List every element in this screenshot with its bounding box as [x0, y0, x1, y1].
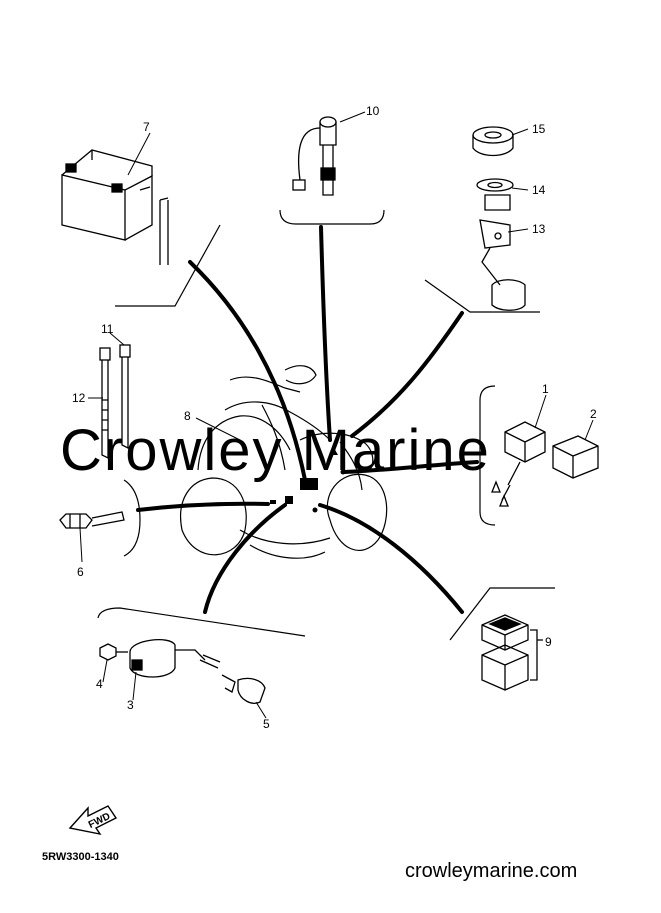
callout-3: 3 — [127, 698, 134, 712]
harness-leader — [195, 417, 241, 441]
wire-lines — [136, 225, 479, 614]
forward-arrow-icon: FWD — [68, 805, 118, 836]
battery-icon — [61, 149, 169, 265]
temperature-sensor-icon — [59, 511, 125, 529]
callout-6: 6 — [77, 565, 84, 579]
callout-10: 10 — [366, 104, 380, 118]
callout-14: 14 — [532, 183, 546, 197]
sensor-icon — [292, 116, 337, 196]
group-frames — [97, 209, 555, 641]
callout-5: 5 — [263, 717, 270, 731]
callout-12: 12 — [72, 391, 86, 405]
callout-4: 4 — [96, 677, 103, 691]
callout-11: 11 — [101, 322, 114, 336]
frame-connectors — [270, 448, 346, 513]
watermark: Crowley Marine — [60, 418, 491, 483]
callout-numbers: 7 10 15 14 13 11 12 8 1 2 6 9 4 3 5 — [72, 104, 597, 731]
callout-8: 8 — [184, 409, 191, 423]
relay-icon — [491, 421, 599, 507]
scooter-frame — [180, 365, 388, 559]
callout-1: 1 — [542, 382, 549, 396]
callout-7: 7 — [143, 120, 150, 134]
callout-13: 13 — [532, 222, 546, 236]
callout-9: 9 — [545, 635, 552, 649]
cable-tie-icon — [99, 344, 131, 460]
callout-leaders — [79, 111, 594, 719]
fuel-sender-icon — [472, 126, 526, 311]
callout-2: 2 — [590, 407, 597, 421]
site-name[interactable]: crowleymarine.com — [405, 860, 578, 882]
ignition-coil-icon — [99, 639, 266, 704]
callout-15: 15 — [532, 122, 546, 136]
diagram-code: 5RW3300-1340 — [42, 851, 119, 863]
relay-box-icon — [481, 614, 543, 691]
